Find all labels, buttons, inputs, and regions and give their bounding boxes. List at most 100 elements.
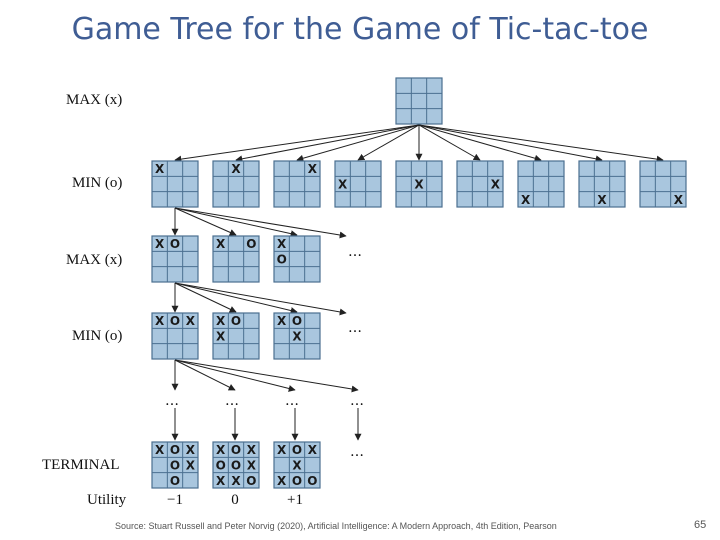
ellipsis-5: …	[285, 393, 299, 409]
cell-mark-x: X	[155, 162, 165, 176]
ellipsis-2: …	[348, 320, 362, 336]
cell-mark-x: X	[308, 443, 318, 457]
cell-mark-x: X	[491, 178, 501, 192]
cell-mark-o: O	[231, 443, 241, 457]
cell-mark-x: X	[155, 314, 165, 328]
cell-mark-o: O	[170, 237, 180, 251]
ellipsis-4: …	[225, 393, 239, 409]
cell-mark-x: X	[247, 443, 257, 457]
board-root	[395, 77, 443, 125]
level-labels: MAX (x)MIN (o)MAX (x)MIN (o)TERMINALUtil…	[42, 92, 127, 508]
board-min1-1: X	[151, 160, 199, 208]
level-label-min2: MIN (o)	[72, 328, 122, 344]
cell-mark-x: X	[231, 162, 241, 176]
cell-mark-o: O	[170, 459, 180, 473]
cell-mark-o: O	[231, 314, 241, 328]
edge-root-min1-2	[235, 124, 420, 163]
ellipsis-1: …	[348, 244, 362, 260]
level-label-min1: MIN (o)	[72, 175, 122, 191]
cell-mark-x: X	[292, 459, 302, 473]
board-background	[212, 441, 260, 489]
cell-mark-o: O	[307, 474, 317, 488]
cell-mark-x: X	[292, 330, 302, 344]
board-background	[578, 160, 626, 208]
board-background	[273, 312, 321, 360]
source-citation: Source: Stuart Russell and Peter Norvig …	[115, 521, 557, 531]
board-min1-7: X	[517, 160, 565, 208]
cell-mark-x: X	[186, 443, 196, 457]
cell-mark-o: O	[246, 474, 256, 488]
board-background	[212, 235, 260, 283]
page-number: 65	[694, 519, 707, 531]
cell-mark-o: O	[277, 253, 287, 267]
cell-mark-x: X	[247, 459, 257, 473]
board-background	[151, 160, 199, 208]
cell-mark-o: O	[216, 459, 226, 473]
edge-root-min1-7	[418, 124, 542, 162]
board-max2-3: XO	[273, 235, 321, 283]
cell-mark-x: X	[155, 237, 165, 251]
cell-mark-x: X	[277, 314, 287, 328]
cell-mark-x: X	[231, 474, 241, 488]
board-background	[273, 160, 321, 208]
board-min1-3: X	[273, 160, 321, 208]
level-label-terminal: TERMINAL	[42, 457, 120, 473]
cell-mark-x: X	[521, 193, 531, 207]
utility-value-1: −1	[167, 492, 183, 508]
cell-mark-o: O	[246, 237, 256, 251]
cell-mark-x: X	[414, 178, 424, 192]
edge-max2-min2-3	[174, 282, 298, 314]
edge-root-min1-4	[357, 124, 420, 161]
board-background	[273, 441, 321, 489]
board-background	[395, 160, 443, 208]
board-min1-8: X	[578, 160, 626, 208]
edge-min2-ellipsis-2	[174, 359, 236, 391]
cell-mark-x: X	[216, 330, 226, 344]
edge-root-min1-6	[418, 124, 481, 161]
ellipses: …………………	[165, 244, 364, 460]
board-background	[639, 160, 687, 208]
board-background	[212, 312, 260, 360]
edge-min1-max2-2	[174, 207, 237, 236]
ellipsis-7: …	[350, 444, 364, 460]
cell-mark-x: X	[338, 178, 348, 192]
edge-root-min1-9	[418, 124, 664, 163]
edge-max2-min2-2	[174, 282, 237, 313]
board-background	[334, 160, 382, 208]
board-background	[273, 235, 321, 283]
board-background	[395, 77, 443, 125]
cell-mark-x: X	[277, 474, 287, 488]
cell-mark-x: X	[308, 162, 318, 176]
cell-mark-x: X	[216, 314, 226, 328]
board-background	[212, 160, 260, 208]
cell-mark-x: X	[186, 459, 196, 473]
board-min1-4: X	[334, 160, 382, 208]
level-label-utility: Utility	[87, 492, 127, 508]
board-min1-5: X	[395, 160, 443, 208]
board-background	[151, 312, 199, 360]
cell-mark-x: X	[155, 443, 165, 457]
board-background	[151, 235, 199, 283]
edge-root-min1-3	[296, 124, 420, 162]
edge-min2-ellipsis-4	[174, 359, 359, 393]
slide-title: Game Tree for the Game of Tic-tac-toe	[71, 12, 649, 47]
cell-mark-x: X	[186, 314, 196, 328]
board-background	[151, 441, 199, 489]
cell-mark-o: O	[292, 314, 302, 328]
board-background	[456, 160, 504, 208]
tree-edges	[171, 124, 664, 441]
cell-mark-o: O	[170, 474, 180, 488]
cell-mark-o: O	[292, 443, 302, 457]
board-min1-6: X	[456, 160, 504, 208]
level-label-max2: MAX (x)	[66, 252, 122, 268]
